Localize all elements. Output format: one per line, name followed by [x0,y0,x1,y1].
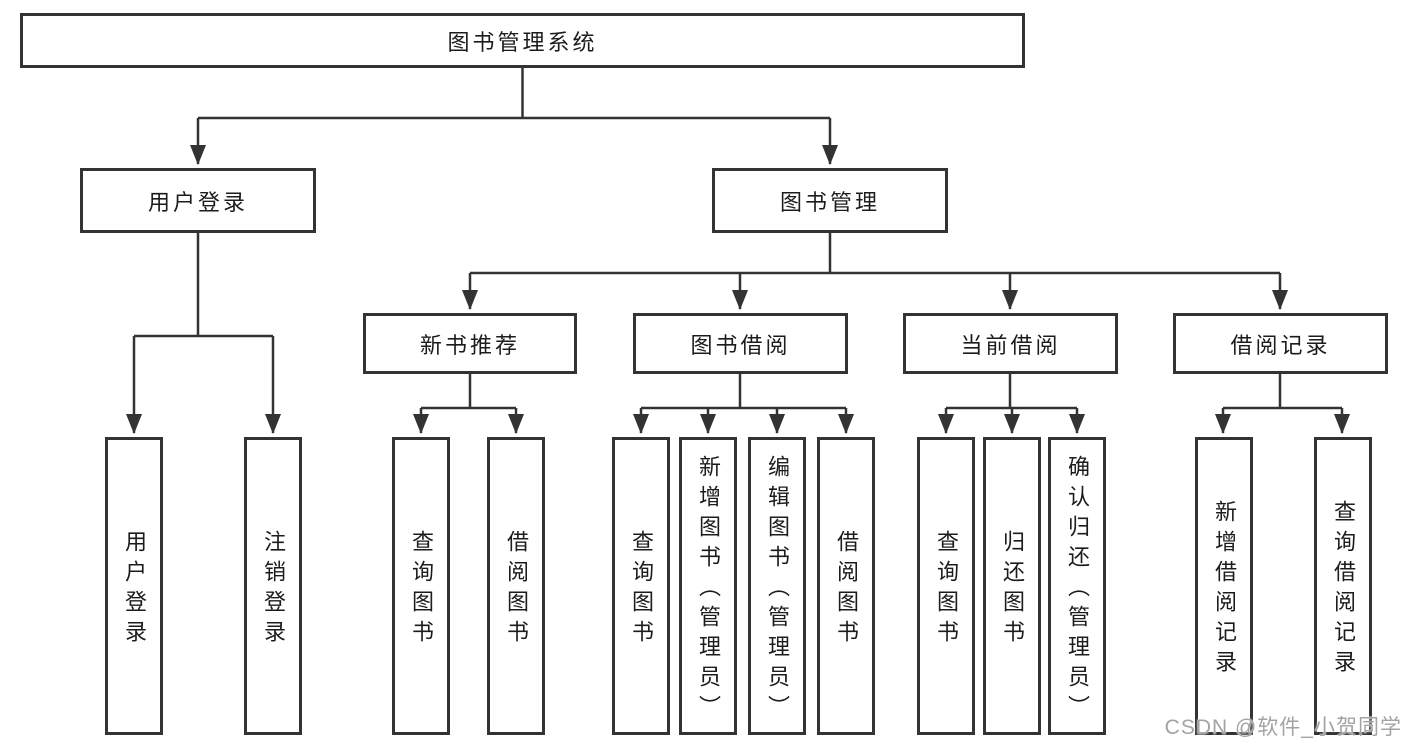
leaf-confirm-return-admin: 确认归还（管理员） [1048,437,1106,735]
leaf-return-books: 归还图书 [983,437,1041,735]
node-book-management: 图书管理 [712,168,948,233]
leaf-borrow-books-borrowing: 借阅图书 [817,437,875,735]
leaf-borrow-books-recommend: 借阅图书 [487,437,545,735]
leaf-label-logout: 注销登录 [261,530,286,650]
leaf-label-return-books: 归还图书 [1000,530,1025,650]
leaf-logout: 注销登录 [244,437,302,735]
leaf-label-borrow-books-recommend: 借阅图书 [504,530,529,650]
leaf-query-books-current: 查询图书 [917,437,975,735]
node-label-book-borrowing: 图书借阅 [690,332,791,358]
node-label-root: 图书管理系统 [447,29,598,55]
node-new-book-recommend: 新书推荐 [363,313,577,374]
leaf-query-books-borrowing: 查询图书 [612,437,670,735]
node-label-current-borrowing: 当前借阅 [960,332,1061,358]
leaf-label-query-books-recommend: 查询图书 [409,530,434,650]
leaf-label-user-login: 用户登录 [122,530,147,650]
leaf-query-books-recommend: 查询图书 [392,437,450,735]
leaf-label-query-borrow-record: 查询借阅记录 [1331,500,1356,680]
leaf-add-borrow-record: 新增借阅记录 [1195,437,1253,735]
leaf-label-add-borrow-record: 新增借阅记录 [1212,500,1237,680]
leaf-query-borrow-record: 查询借阅记录 [1314,437,1372,735]
node-borrowing-records: 借阅记录 [1173,313,1388,374]
node-label-book-management: 图书管理 [779,189,880,215]
leaf-edit-book-admin: 编辑图书（管理员） [748,437,806,735]
node-label-borrowing-records: 借阅记录 [1230,332,1331,358]
csdn-watermark: CSDN @软件_小贺同学 [1164,716,1402,739]
node-current-borrowing: 当前借阅 [903,313,1118,374]
leaf-label-confirm-return-admin: 确认归还（管理员） [1065,455,1090,725]
node-label-new-book-recommend: 新书推荐 [419,332,520,358]
leaf-label-edit-book-admin: 编辑图书（管理员） [765,455,790,725]
node-book-borrowing: 图书借阅 [633,313,848,374]
leaf-label-query-books-borrowing: 查询图书 [629,530,654,650]
leaf-user-login: 用户登录 [105,437,163,735]
leaf-label-query-books-current: 查询图书 [934,530,959,650]
node-user-login: 用户登录 [80,168,316,233]
node-label-user-login: 用户登录 [147,189,248,215]
leaf-label-borrow-books-borrowing: 借阅图书 [834,530,859,650]
leaf-label-add-book-admin: 新增图书（管理员） [696,455,721,725]
leaf-add-book-admin: 新增图书（管理员） [679,437,737,735]
node-library-management-system: 图书管理系统 [20,13,1025,68]
